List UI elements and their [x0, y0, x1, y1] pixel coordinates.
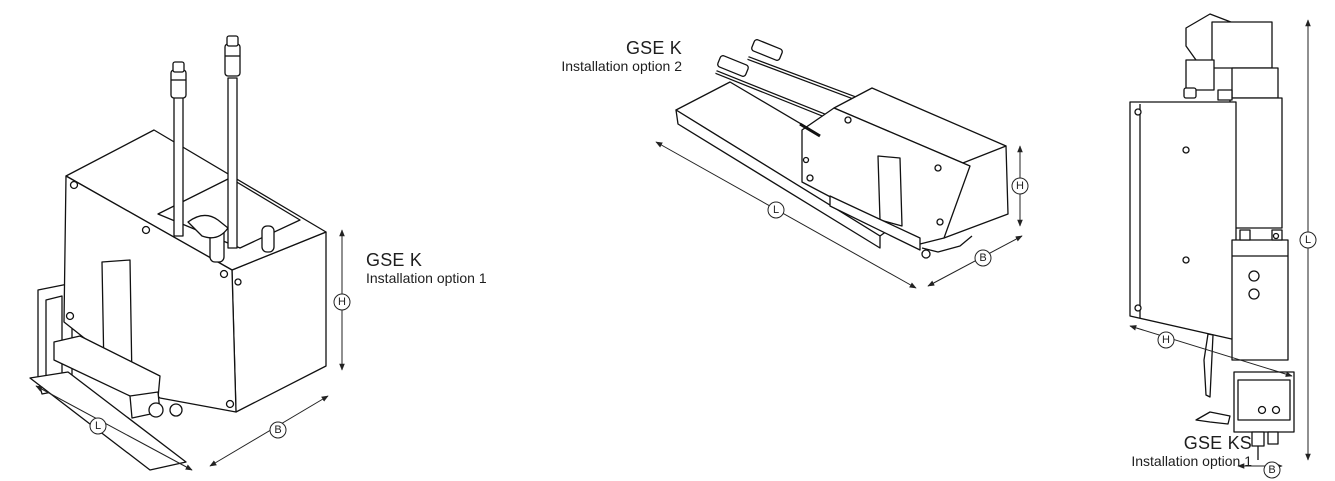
- supply-tubes: [170, 35, 241, 249]
- supply-tubes: [715, 39, 861, 122]
- housing-window: [877, 155, 903, 227]
- caption-subtitle: Installation option 1: [1131, 453, 1252, 469]
- caption-title: GSE K: [625, 38, 682, 58]
- caption-title: GSE KS: [1183, 433, 1252, 453]
- view-1-drawing: [29, 35, 327, 471]
- dimension-marker-H-view-3: H: [1157, 331, 1175, 349]
- dimension-label-H-view-3: H: [1162, 334, 1170, 346]
- dimension-label-H-view-1: H: [338, 296, 346, 308]
- caption-subtitle: Installation option 2: [561, 58, 682, 74]
- main-plate: [1129, 101, 1237, 341]
- caption-view-1: GSE K Installation option 1: [366, 250, 487, 286]
- dimension-marker-H-view-1: H: [333, 293, 351, 311]
- dimension-label-L-view-1: L: [95, 420, 101, 432]
- dimension-marker-L-view-1: L: [89, 417, 107, 435]
- view-3-drawing: [1129, 13, 1295, 460]
- dimension-marker-L-view-3: L: [1299, 231, 1317, 249]
- dimension-label-B-view-2: B: [979, 252, 986, 264]
- dimension-label-B-view-1: B: [274, 424, 281, 436]
- dimension-label-B-view-3: B: [1268, 464, 1275, 476]
- dimension-marker-B-view-2: B: [974, 249, 992, 267]
- lever: [1203, 333, 1214, 398]
- dimension-label-L-view-3: L: [1305, 234, 1311, 246]
- caption-view-2: GSE K Installation option 2: [561, 38, 682, 74]
- caption-title: GSE K: [366, 250, 423, 270]
- dimension-marker-L-view-2: L: [767, 201, 785, 219]
- view-2-drawing: [675, 39, 1009, 259]
- caption-view-3: GSE KS Installation option 1: [1131, 433, 1252, 469]
- dimension-label-H-view-2: H: [1016, 180, 1024, 192]
- dimension-marker-B-view-1: B: [269, 421, 287, 439]
- dimension-label-L-view-2: L: [773, 204, 779, 216]
- caption-subtitle: Installation option 1: [366, 270, 487, 286]
- cylinder-block: [1231, 239, 1289, 361]
- dimension-marker-B-view-3: B: [1263, 461, 1281, 479]
- dimension-marker-H-view-2: H: [1011, 177, 1029, 195]
